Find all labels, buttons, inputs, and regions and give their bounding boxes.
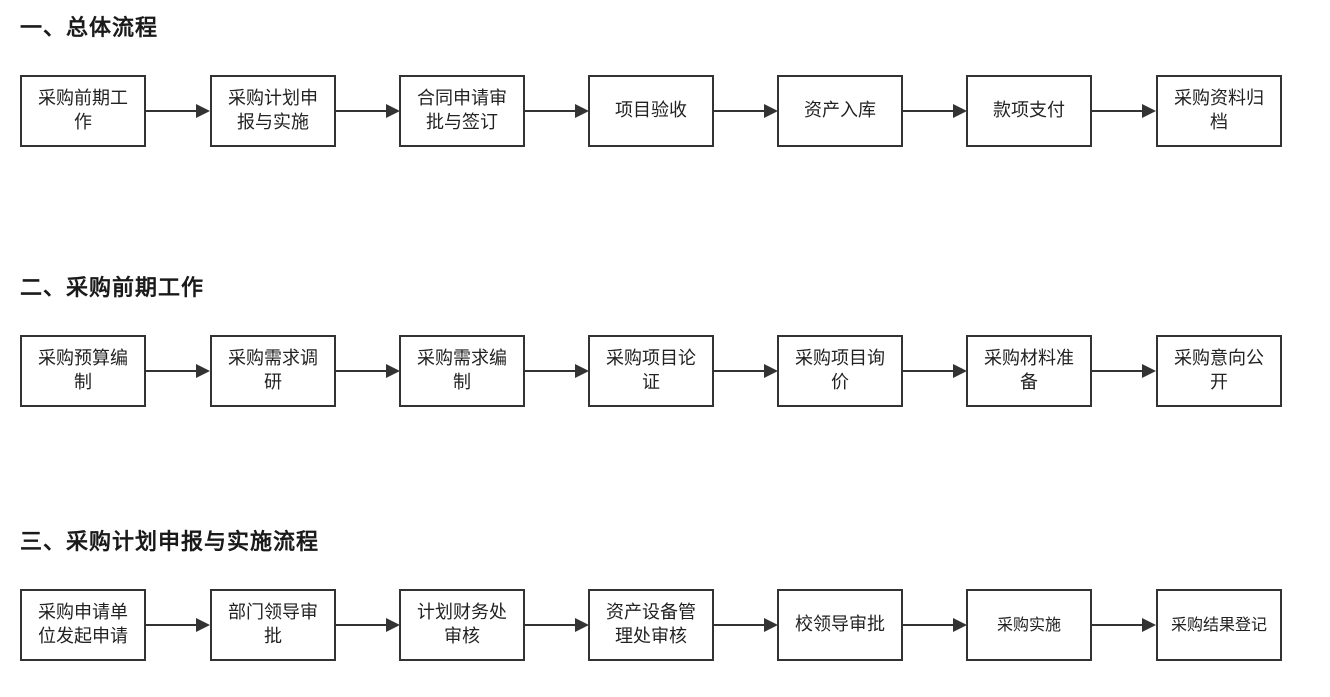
flowchart: 采购预算编制 采购需求调研 采购需求编制 采购项目论证 采购项目询价 采购材料准… [0, 260, 1330, 420]
flow-arrow [714, 618, 778, 632]
flow-arrow [146, 364, 210, 378]
flow-arrow [336, 618, 400, 632]
flow-step: 采购预算编制 [20, 335, 146, 407]
flow-step: 资产入库 [777, 75, 903, 147]
flow-step: 采购实施 [966, 589, 1092, 661]
flow-arrow [525, 364, 589, 378]
flow-arrow [903, 618, 967, 632]
flow-step: 资产设备管理处审核 [588, 589, 714, 661]
flow-arrow [146, 104, 210, 118]
flow-arrow [903, 364, 967, 378]
flow-arrow [714, 104, 778, 118]
flow-step: 校领导审批 [777, 589, 903, 661]
flowchart: 采购申请单位发起申请 部门领导审批 计划财务处审核 资产设备管理处审核 校领导审… [0, 514, 1330, 674]
flow-step: 采购意向公开 [1156, 335, 1282, 407]
flow-arrow [336, 364, 400, 378]
flowchart: 采购前期工作 采购计划申报与实施 合同申请审批与签订 项目验收 资产入库 款项支… [0, 0, 1330, 160]
flow-step: 采购需求调研 [210, 335, 336, 407]
flow-arrow [1092, 364, 1156, 378]
flow-arrow [903, 104, 967, 118]
flow-step: 部门领导审批 [210, 589, 336, 661]
flow-arrow [146, 618, 210, 632]
flow-step: 合同申请审批与签订 [399, 75, 525, 147]
flow-step: 采购结果登记 [1156, 589, 1282, 661]
flow-step: 款项支付 [966, 75, 1092, 147]
flow-step: 采购项目论证 [588, 335, 714, 407]
flow-step: 项目验收 [588, 75, 714, 147]
flow-arrow [525, 104, 589, 118]
flow-step: 采购资料归档 [1156, 75, 1282, 147]
flow-step: 采购需求编制 [399, 335, 525, 407]
flow-step: 采购材料准备 [966, 335, 1092, 407]
flow-step: 采购计划申报与实施 [210, 75, 336, 147]
flow-step: 采购项目询价 [777, 335, 903, 407]
flow-arrow [336, 104, 400, 118]
section-heading: 一、总体流程 [20, 16, 159, 41]
section-heading: 二、采购前期工作 [20, 276, 205, 301]
flow-arrow [1092, 104, 1156, 118]
flow-arrow [1092, 618, 1156, 632]
flow-arrow [525, 618, 589, 632]
flow-step: 采购申请单位发起申请 [20, 589, 146, 661]
flow-step: 计划财务处审核 [399, 589, 525, 661]
flow-step: 采购前期工作 [20, 75, 146, 147]
flow-arrow [714, 364, 778, 378]
section-heading: 三、采购计划申报与实施流程 [20, 530, 320, 555]
